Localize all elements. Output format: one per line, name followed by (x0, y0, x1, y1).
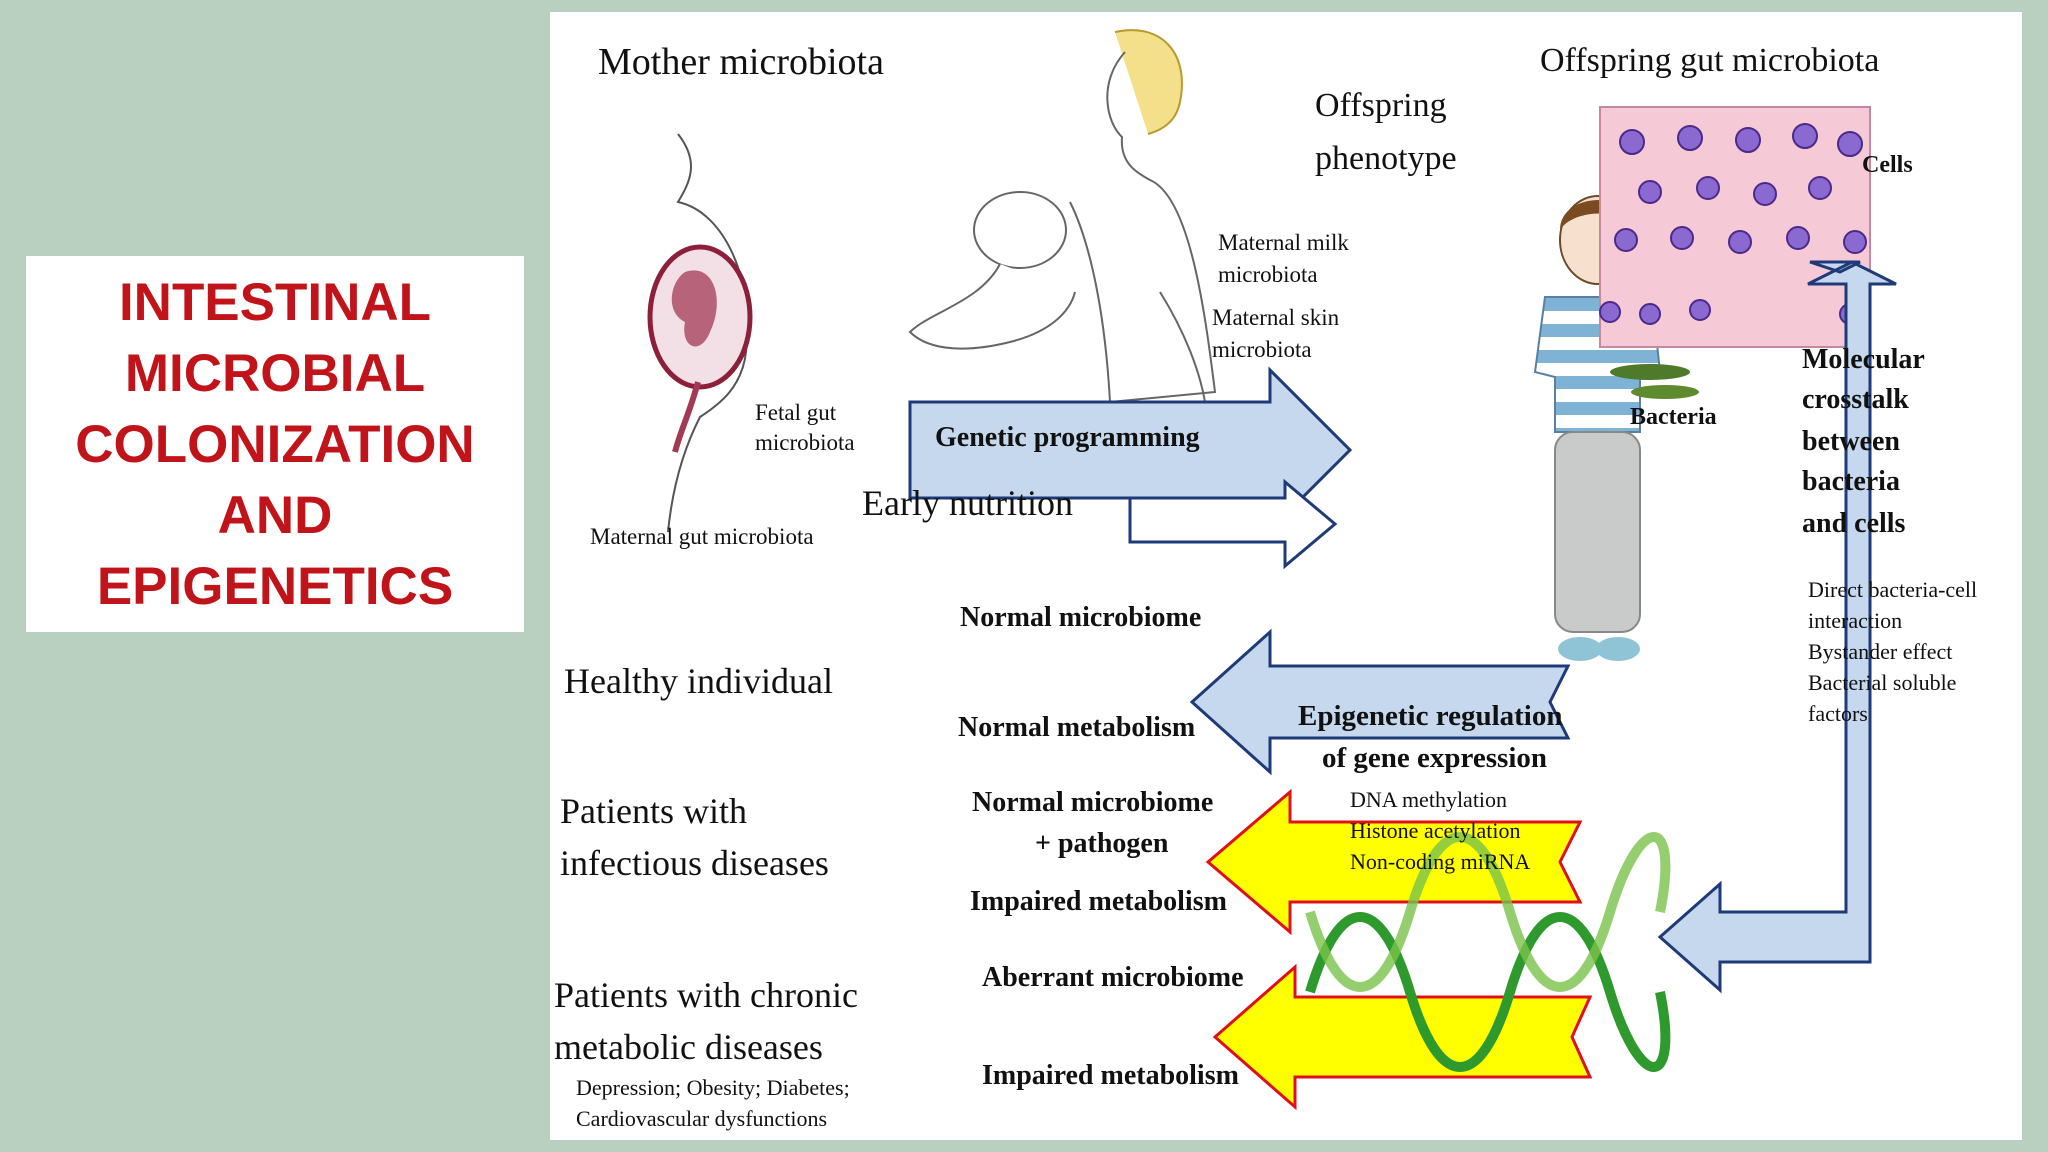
title-box: INTESTINAL MICROBIAL COLONIZATION AND EP… (26, 256, 524, 632)
genetic-programming-arrow (908, 366, 1353, 534)
infectious-patients-label: infectious diseases (560, 843, 829, 883)
maternal-milk-label: Maternal milk (1218, 230, 1349, 255)
crosstalk-label: bacteria (1802, 466, 1900, 497)
infectious-arrow (1205, 788, 1583, 936)
dna-helix-illustration (1305, 832, 1671, 1072)
crosstalk-arrow (1657, 260, 1897, 994)
fetal-gut-label: microbiota (755, 430, 855, 455)
chronic-arrow (1212, 963, 1593, 1111)
crosstalk-label: crosstalk (1802, 384, 1909, 415)
early-nutrition-label: Early nutrition (862, 483, 1073, 523)
crosstalk-detail: interaction (1808, 608, 1903, 633)
title-line: INTESTINAL (118, 272, 432, 332)
crosstalk-label: between (1802, 426, 1900, 457)
diagram-graphics (647, 29, 1897, 1111)
cells-label: Cells (1862, 152, 1913, 178)
epigenetic-label: Epigenetic regulation (1298, 700, 1563, 732)
maternal-milk-label: microbiota (1218, 262, 1318, 287)
crosstalk-detail: Bacterial soluble (1808, 670, 1957, 695)
crosstalk-detail: factors (1808, 701, 1868, 726)
pregnant-woman-illustration (647, 133, 753, 533)
gut-cells-illustration (1599, 106, 1871, 348)
epigenetic-item: Histone acetylation (1350, 818, 1521, 843)
offspring-phenotype-label: phenotype (1315, 140, 1457, 177)
normal-microbiome-label: Normal microbiome (972, 787, 1214, 818)
chronic-detail: Cardiovascular dysfunctions (576, 1106, 828, 1131)
crosstalk-detail: Direct bacteria-cell (1808, 577, 1978, 602)
crosstalk-detail: Bystander effect (1808, 639, 1953, 664)
diagram-panel: Mother microbiota Offspring gut microbio… (550, 12, 2022, 1140)
normal-microbiome-label: Normal microbiome (960, 602, 1202, 633)
bacteria-label: Bacteria (1630, 404, 1717, 430)
healthy-arrow (1189, 628, 1571, 776)
title-line: MICROBIAL (124, 343, 426, 403)
maternal-skin-label: Maternal skin (1212, 305, 1340, 330)
mother-and-baby-illustration (908, 29, 1217, 404)
chronic-patients-label: metabolic diseases (554, 1027, 823, 1067)
chronic-detail: Depression; Obesity; Diabetes; (576, 1075, 850, 1100)
title-line: EPIGENETICS (96, 556, 454, 616)
impaired-metabolism-label: Impaired metabolism (970, 886, 1227, 917)
bacteria-illustration (1610, 364, 1699, 399)
offspring-phenotype-label: Offspring (1315, 87, 1447, 124)
mother-microbiota-label: Mother microbiota (598, 41, 884, 83)
epigenetic-label: of gene expression (1322, 742, 1548, 774)
fetal-gut-label: Fetal gut (755, 400, 837, 425)
epigenetic-item: Non-coding miRNA (1350, 849, 1531, 874)
title-line: AND (217, 485, 333, 545)
pathogen-label: + pathogen (1035, 828, 1169, 859)
epigenetic-item: DNA methylation (1350, 787, 1508, 812)
genetic-programming-label: Genetic programming (935, 422, 1200, 453)
early-nutrition-arrow (1128, 478, 1338, 570)
infectious-patients-label: Patients with (560, 791, 747, 831)
title-line: COLONIZATION (75, 414, 475, 474)
normal-metabolism-label: Normal metabolism (958, 712, 1196, 743)
aberrant-microbiome-label: Aberrant microbiome (982, 962, 1244, 993)
crosstalk-label: and cells (1802, 508, 1906, 539)
maternal-gut-label: Maternal gut microbiota (590, 524, 814, 549)
chronic-patients-label: Patients with chronic (554, 975, 858, 1015)
maternal-skin-label: microbiota (1212, 337, 1312, 362)
impaired-metabolism-label: Impaired metabolism (982, 1060, 1239, 1091)
healthy-individual-label: Healthy individual (564, 661, 833, 701)
crosstalk-label: Molecular (1802, 344, 1925, 375)
offspring-gut-label: Offspring gut microbiota (1540, 42, 1880, 79)
